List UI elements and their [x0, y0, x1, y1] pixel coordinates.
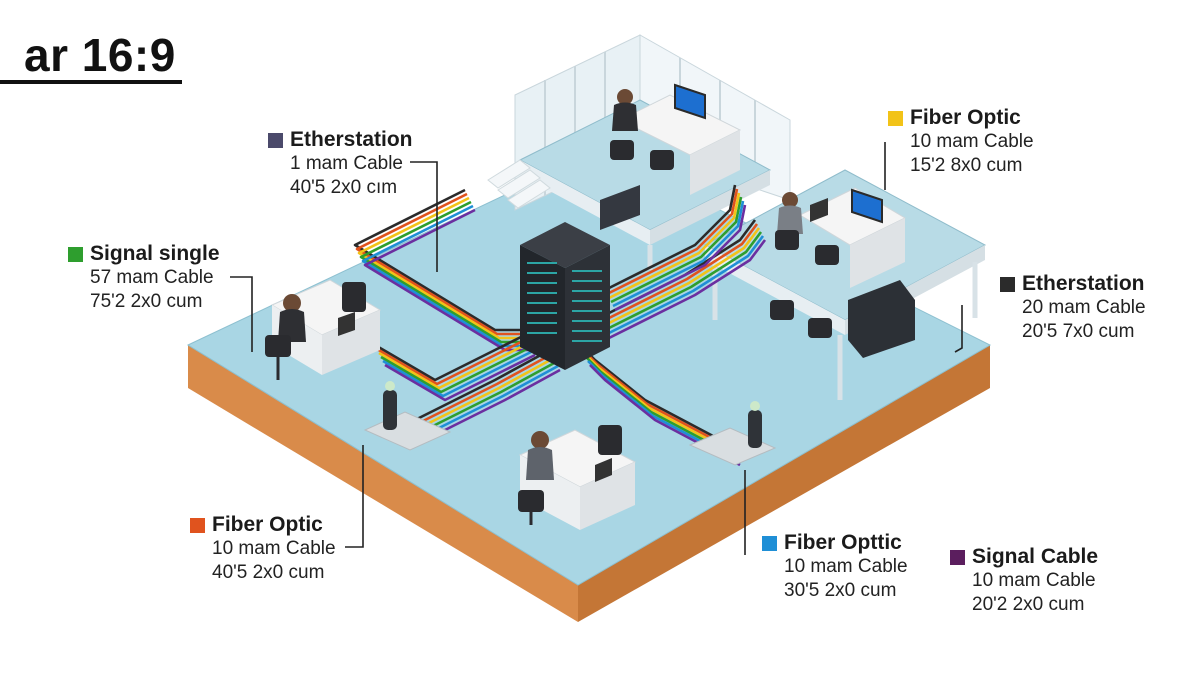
worker-icon — [278, 89, 803, 480]
legend-swatch — [68, 246, 83, 262]
callout-line-1: 10 mam Cable — [212, 538, 336, 559]
callout-title: Signal single — [90, 242, 220, 265]
cable-line — [384, 353, 536, 402]
callout-line-2: 20'2 2x0 cum — [972, 594, 1085, 615]
cabinet-icon — [600, 185, 915, 358]
callout-line-2: 20'5 7x0 cum — [1022, 321, 1135, 342]
cable-line — [355, 192, 527, 336]
callout-fiber-optic-blue: Fiber Opttic 10 mam Cable 30'5 2x0 cum — [762, 531, 908, 603]
router-icon — [363, 381, 777, 466]
cable-line — [420, 360, 557, 434]
cable-line — [424, 368, 561, 442]
callout-line-1: 10 mam Cable — [784, 556, 908, 577]
cable-line — [380, 345, 532, 394]
cable-line — [614, 204, 747, 312]
cable-line — [414, 348, 551, 422]
monitor-icon — [338, 83, 883, 482]
callout-line-2: 40'5 2x0 cım — [290, 177, 398, 198]
office-chair-icon — [265, 140, 839, 525]
cable-line — [363, 208, 535, 352]
callout-title: Etherstation — [1022, 272, 1145, 295]
callout-line-1: 57 mam Cable — [90, 267, 214, 288]
callout-line-2: 15'2 8x0 cum — [910, 155, 1023, 176]
cable-line — [382, 349, 534, 398]
cable-line — [422, 364, 559, 438]
callout-etherstation-1: Etherstation 1 mam Cable 40'5 2x0 cım — [268, 128, 413, 200]
floor-slab-left-side — [188, 345, 578, 622]
cable-line — [596, 223, 759, 326]
cable-line — [361, 204, 533, 348]
callout-line-1: 1 mam Cable — [290, 153, 403, 174]
callout-etherstation-2: Etherstation 20 mam Cable 20'5 7x0 cum — [1000, 272, 1146, 344]
cable-line — [378, 341, 530, 390]
cable-line — [359, 200, 531, 344]
cable-line — [376, 337, 528, 386]
legend-swatch — [762, 535, 777, 551]
cable-line — [374, 333, 526, 382]
callout-signal-cable: Signal Cable 10 mam Cable 20'2 2x0 cum — [950, 545, 1098, 617]
callout-line-2: 75'2 2x0 cum — [90, 291, 203, 312]
callout-title: Signal Cable — [972, 545, 1099, 568]
callout-line-2: 40'5 2x0 cum — [212, 562, 325, 583]
cable-line — [587, 360, 739, 463]
title-underline — [0, 80, 182, 84]
legend-swatch — [1000, 276, 1015, 292]
callout-line-1: 10 mam Cable — [972, 570, 1096, 591]
mezzanine-right-posts — [712, 260, 978, 400]
legend-swatch — [888, 110, 903, 126]
legend-swatch — [190, 517, 205, 533]
callout-fiber-optic-orange: Fiber Optic 10 mam Cable 40'5 2x0 cum — [190, 513, 336, 585]
cable-line — [604, 239, 767, 342]
floor-slab-right-side — [578, 345, 990, 622]
callout-title: Etherstation — [290, 128, 413, 151]
callout-signal-single: Signal single 57 mam Cable 75'2 2x0 cum — [68, 242, 220, 314]
callout-title: Fiber Optic — [910, 106, 1021, 129]
legend-swatch — [268, 132, 283, 148]
callout-title: Fiber Opttic — [784, 531, 902, 554]
callout-title: Fiber Optic — [212, 513, 323, 536]
cable-line — [585, 356, 737, 459]
cable-line — [606, 188, 739, 296]
cable-line — [608, 192, 741, 300]
callout-fiber-optic-yellow: Fiber Optic 10 mam Cable 15'2 8x0 cum — [888, 106, 1034, 178]
cable-line — [604, 184, 737, 292]
callout-line-2: 30'5 2x0 cum — [784, 580, 897, 601]
callout-leader-lines — [230, 142, 963, 555]
callout-line-1: 20 mam Cable — [1022, 297, 1146, 318]
cable-line — [612, 200, 745, 308]
callout-line-1: 10 mam Cable — [910, 131, 1034, 152]
mezzanine-upper-edge-right — [650, 170, 770, 245]
cable-line — [418, 356, 555, 430]
cable-line — [610, 196, 743, 304]
page-title: ar 16:9 — [24, 29, 176, 81]
cable-line — [583, 352, 735, 455]
mezzanine-upper-edge — [520, 160, 650, 245]
cable-line — [416, 352, 553, 426]
cable-line — [357, 196, 529, 340]
cable-line — [353, 188, 525, 332]
cable-line — [598, 227, 761, 330]
cable-line — [602, 235, 765, 338]
server-rack-icon — [520, 222, 610, 370]
cable-line — [600, 231, 763, 334]
cable-bundles — [353, 184, 767, 467]
legend-swatch — [950, 549, 965, 565]
stairs — [487, 159, 551, 209]
